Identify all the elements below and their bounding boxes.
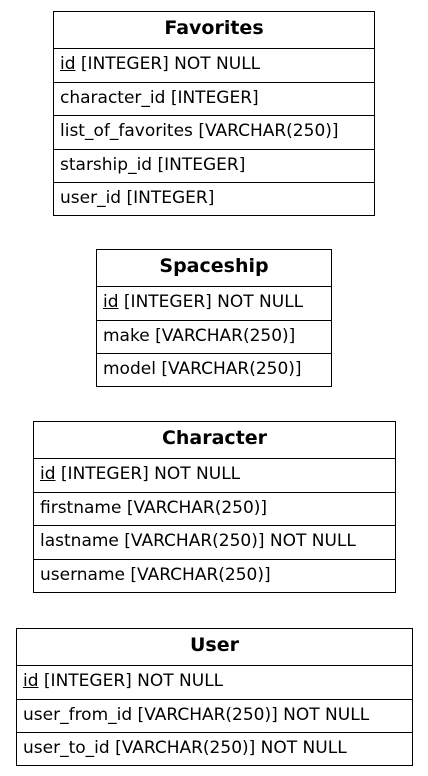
field-username: username [VARCHAR(250)] <box>40 564 271 585</box>
entity-title: User <box>17 629 412 666</box>
field-user-id: user_id [INTEGER] <box>60 188 215 208</box>
field-user-from-id: user_from_id [VARCHAR(250)] NOT NULL <box>17 700 412 733</box>
primary-key-label: id <box>23 671 39 691</box>
field-lastname: lastname [VARCHAR(250)] NOT NULL <box>34 526 395 560</box>
field-id: id [INTEGER] NOT NULL <box>97 287 331 321</box>
field-firstname: firstname [VARCHAR(250)] <box>34 493 395 526</box>
field-starship-id: starship_id [INTEGER] <box>54 150 374 183</box>
primary-key-label: id <box>60 54 76 74</box>
field-type: [INTEGER] NOT NULL <box>118 292 304 312</box>
entity-title: Favorites <box>54 12 374 49</box>
entity-user: User id [INTEGER] NOT NULL user_from_id … <box>16 628 413 766</box>
field-character-id: character_id [INTEGER] <box>54 83 374 116</box>
field-type: [INTEGER] NOT NULL <box>55 464 241 484</box>
primary-key-label: id <box>40 464 56 484</box>
entity-character: Character id [INTEGER] NOT NULL firstnam… <box>33 421 396 593</box>
field-id: id [INTEGER] NOT NULL <box>17 666 412 700</box>
field-id: id [INTEGER] NOT NULL <box>54 49 374 83</box>
entity-title: Spaceship <box>97 250 331 287</box>
field-make: make [VARCHAR(250)] <box>97 321 331 354</box>
entity-spaceship: Spaceship id [INTEGER] NOT NULL make [VA… <box>96 249 332 387</box>
field-type: [INTEGER] NOT NULL <box>75 54 261 74</box>
field-user-to-id: user_to_id [VARCHAR(250)] NOT NULL <box>23 738 347 758</box>
entity-favorites: Favorites id [INTEGER] NOT NULL characte… <box>53 11 375 216</box>
entity-title: Character <box>34 422 395 459</box>
field-id: id [INTEGER] NOT NULL <box>34 459 395 493</box>
field-list-of-favorites: list_of_favorites [VARCHAR(250)] <box>54 116 374 150</box>
field-model: model [VARCHAR(250)] <box>103 359 302 379</box>
field-type: [INTEGER] NOT NULL <box>38 671 224 691</box>
primary-key-label: id <box>103 292 119 312</box>
